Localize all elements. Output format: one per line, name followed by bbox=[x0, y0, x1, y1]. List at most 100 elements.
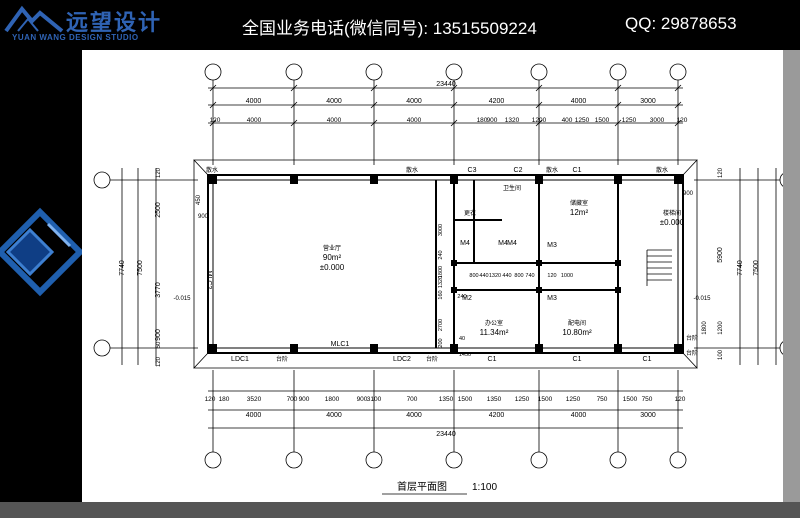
structural-column bbox=[451, 260, 457, 266]
interior-dim: 240 bbox=[438, 250, 444, 259]
interior-dim: 1800 bbox=[438, 266, 444, 278]
axis-bubble-right bbox=[779, 341, 783, 355]
dim-right: 7740 bbox=[737, 260, 744, 276]
dim-bottom-1: 900 bbox=[299, 396, 310, 403]
floor-plan: 1122334455667723440400040004000420040003… bbox=[93, 63, 783, 495]
room-area: 12m² bbox=[570, 208, 589, 217]
dim-bottom-2: 3000 bbox=[640, 412, 656, 419]
dim-bottom-1: 750 bbox=[597, 396, 608, 403]
room-name: 配电间 bbox=[568, 319, 586, 327]
structural-column bbox=[535, 344, 543, 352]
dim-bottom-1: 700 bbox=[287, 396, 298, 403]
interior-dim: 800 bbox=[469, 273, 478, 279]
dim-top-2: 1320 bbox=[505, 117, 520, 124]
window-label: C1 bbox=[573, 167, 582, 174]
logo-title: 远望设计 bbox=[66, 10, 163, 36]
door-label: M4 bbox=[507, 240, 517, 247]
plan-annotation: 台阶 bbox=[426, 355, 438, 363]
plan-line bbox=[535, 84, 543, 92]
dim-top-1: 4000 bbox=[571, 98, 587, 105]
dim-bottom-2: 4000 bbox=[326, 412, 342, 419]
structural-column bbox=[451, 287, 457, 293]
dim-top-1: 3000 bbox=[640, 98, 656, 105]
axis-bubble-bottom bbox=[530, 451, 548, 469]
axis-bubble-bottom bbox=[365, 451, 383, 469]
plan-line bbox=[370, 119, 378, 127]
axis-bubble-right bbox=[779, 173, 783, 187]
plan-scale: 1:100 bbox=[472, 482, 497, 493]
axis-bubble-top bbox=[285, 63, 303, 81]
structural-column bbox=[370, 344, 378, 352]
axis-bubble-bottom bbox=[285, 451, 303, 469]
structural-column bbox=[614, 176, 622, 184]
plan-line bbox=[209, 84, 217, 92]
logo-mountain-icon bbox=[4, 5, 64, 33]
dim-left: 2500 bbox=[155, 202, 162, 218]
header-bar: 远望设计 YUAN WANG DESIGN STUDIO 全国业务电话(微信同号… bbox=[0, 0, 800, 50]
axis-bubble-top bbox=[609, 63, 627, 81]
dim-left: 120 bbox=[156, 356, 162, 367]
dim-bottom-2: 4000 bbox=[246, 412, 262, 419]
interior-dim: 2700 bbox=[438, 319, 444, 331]
interior-dim: 1450 bbox=[459, 352, 471, 358]
dim-bottom-1: 1350 bbox=[439, 396, 454, 403]
room-name: 营业厅 bbox=[323, 244, 341, 252]
dim-right: 900 bbox=[683, 191, 694, 197]
dim-left: 7740 bbox=[119, 260, 126, 276]
phone-number: 全国业务电话(微信同号): 13515509224 bbox=[242, 19, 537, 38]
dim-top-2: 1250 bbox=[622, 117, 637, 124]
room-level: ±0.000 bbox=[660, 218, 685, 227]
structural-column bbox=[674, 344, 682, 352]
diamond-logo-icon bbox=[0, 207, 85, 297]
structural-column bbox=[370, 176, 378, 184]
plan-line bbox=[535, 119, 543, 127]
right-margin bbox=[783, 50, 800, 502]
axis-bubble-left bbox=[93, 339, 111, 357]
interior-dim: 120 bbox=[547, 273, 556, 279]
room-area: 10.80m² bbox=[562, 328, 592, 337]
structural-column bbox=[536, 287, 542, 293]
door-label: M4 bbox=[460, 240, 470, 247]
axis-bubble-left bbox=[93, 171, 111, 189]
plan-line bbox=[370, 101, 378, 109]
window-label: MLC1 bbox=[331, 341, 350, 348]
logo-subtitle: YUAN WANG DESIGN STUDIO bbox=[12, 33, 139, 42]
interior-dim: 1320 bbox=[489, 273, 501, 279]
dim-top-2: 120 bbox=[210, 117, 221, 124]
plan-line bbox=[614, 101, 622, 109]
interior-dim: 1000 bbox=[561, 273, 573, 279]
dim-right: 5900 bbox=[717, 247, 724, 263]
window-label: LDC1 bbox=[231, 356, 249, 363]
plan-line bbox=[614, 119, 622, 127]
plan-title: 首层平面图 bbox=[397, 480, 447, 493]
structural-column bbox=[674, 176, 682, 184]
plan-line bbox=[370, 84, 378, 92]
door-label: M3 bbox=[547, 295, 557, 302]
structural-column bbox=[209, 176, 217, 184]
structural-column bbox=[615, 260, 621, 266]
plan-line bbox=[450, 119, 458, 127]
plan-annotation: 散水 bbox=[406, 166, 418, 174]
dim-top-1: 4000 bbox=[326, 98, 342, 105]
interior-dim: 200 bbox=[438, 338, 444, 347]
window-label: C2 bbox=[514, 167, 523, 174]
room-area: 90m² bbox=[323, 253, 342, 262]
plan-annotation: -0.015 bbox=[693, 296, 711, 302]
room-name: 储藏室 bbox=[570, 199, 588, 207]
qq-number: QQ: 29878653 bbox=[625, 14, 737, 33]
room-name: 楼梯间 bbox=[663, 209, 681, 217]
axis-bubble-bottom bbox=[669, 451, 687, 469]
interior-dim: 440 bbox=[479, 273, 488, 279]
dim-bottom-1: 3100 bbox=[367, 396, 382, 403]
dim-top-2: 180 bbox=[477, 117, 488, 124]
dim-top-1: 4200 bbox=[489, 98, 505, 105]
dim-bottom-1: 900 bbox=[357, 396, 368, 403]
axis-bubble-bottom bbox=[609, 451, 627, 469]
outer-wall bbox=[207, 174, 684, 354]
structural-column bbox=[450, 344, 458, 352]
dim-top-2: 4000 bbox=[247, 117, 262, 124]
plan-annotation: 台阶 bbox=[686, 349, 698, 357]
dim-top-2: 3000 bbox=[650, 117, 665, 124]
dim-left: 900 bbox=[155, 329, 162, 341]
plan-annotation: 台阶 bbox=[276, 355, 288, 363]
